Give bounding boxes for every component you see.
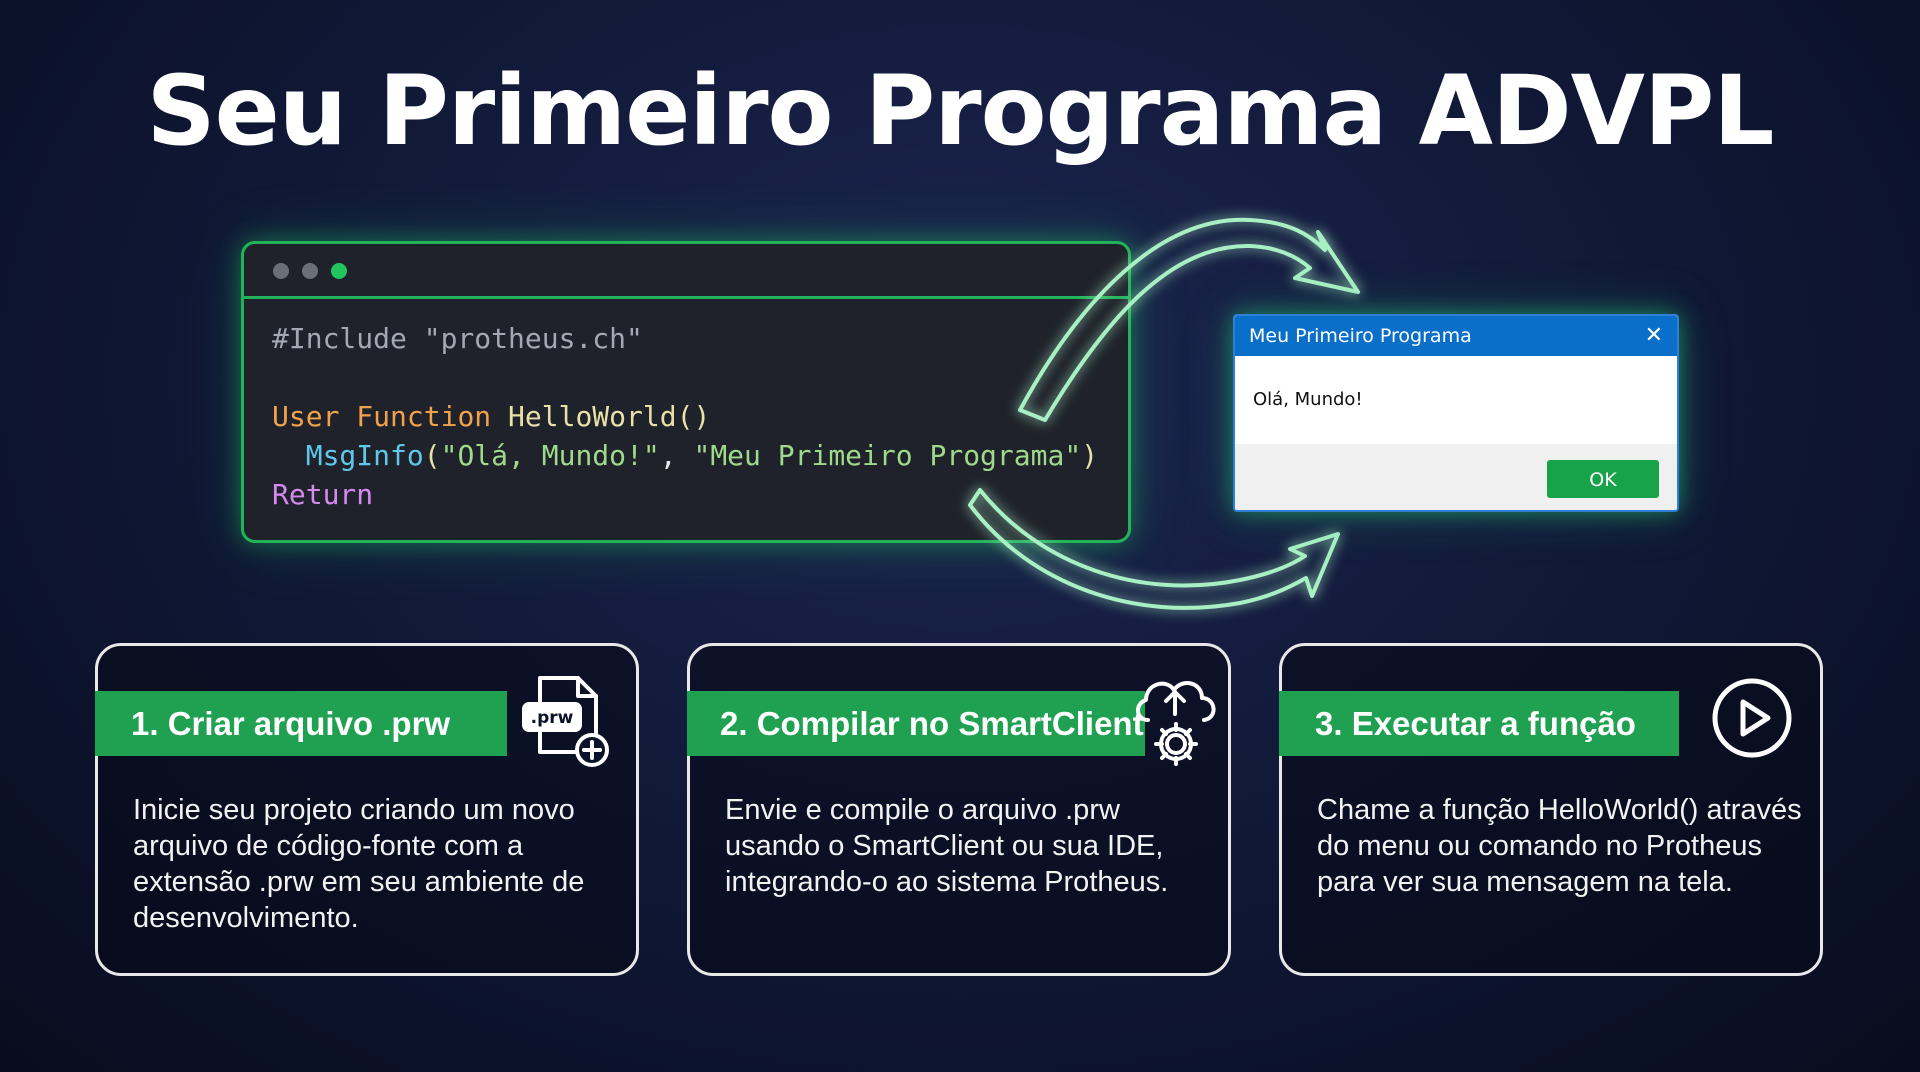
code-paren-open: ( [423, 439, 441, 472]
editor-title-bar [244, 244, 1128, 299]
code-string-arg1: "Olá, Mundo!" [440, 439, 660, 472]
page-title: Seu Primeiro Programa ADVPL [146, 55, 1775, 167]
step-card-compile: 2. Compilar no SmartClient Envie e compi… [687, 643, 1231, 976]
step-label: 2. Compilar no SmartClient [687, 691, 1145, 756]
code-comma: , [659, 439, 694, 472]
window-dot-active-icon [331, 263, 347, 279]
code-string-arg2: "Meu Primeiro Programa" [693, 439, 1082, 472]
code-editor-window: #Include "protheus.ch" User Function Hel… [241, 241, 1131, 543]
code-keyword-return: Return [272, 478, 374, 511]
step-card-create-file: 1. Criar arquivo .prw .prw Inicie seu pr… [95, 643, 639, 976]
window-dot-icon [273, 263, 289, 279]
code-call-msginfo: MsgInfo [305, 439, 424, 472]
code-function-name: HelloWorld() [508, 400, 711, 433]
prw-file-plus-icon: .prw [522, 676, 609, 767]
code-block: #Include "protheus.ch" User Function Hel… [272, 319, 1098, 514]
message-dialog: Meu Primeiro Programa ✕ Olá, Mundo! OK [1233, 314, 1679, 512]
prw-icon-text: .prw [531, 708, 574, 728]
code-keyword-user: User [272, 400, 340, 433]
cloud-upload-gear-icon [1136, 681, 1216, 766]
step-description: Inicie seu projeto criando um novo arqui… [133, 794, 585, 934]
play-circle-icon [1712, 678, 1792, 758]
dialog-title-bar: Meu Primeiro Programa ✕ [1235, 316, 1677, 356]
dialog-title: Meu Primeiro Programa [1249, 325, 1472, 347]
dialog-message: Olá, Mundo! [1235, 356, 1677, 444]
step-label: 1. Criar arquivo .prw [95, 691, 507, 756]
step-description: Chame a função HelloWorld() através do m… [1317, 794, 1802, 898]
step-card-execute: 3. Executar a função Chame a função Hell… [1279, 643, 1823, 976]
code-include-line: #Include "protheus.ch" [272, 322, 643, 355]
code-paren-close: ) [1081, 439, 1099, 472]
ok-button[interactable]: OK [1547, 460, 1659, 498]
code-keyword-function: Function [356, 400, 492, 433]
close-icon[interactable]: ✕ [1644, 323, 1663, 348]
step-label: 3. Executar a função [1279, 691, 1679, 756]
step-description: Envie e compile o arquivo .prw usando o … [725, 794, 1169, 898]
window-dot-icon [302, 263, 318, 279]
